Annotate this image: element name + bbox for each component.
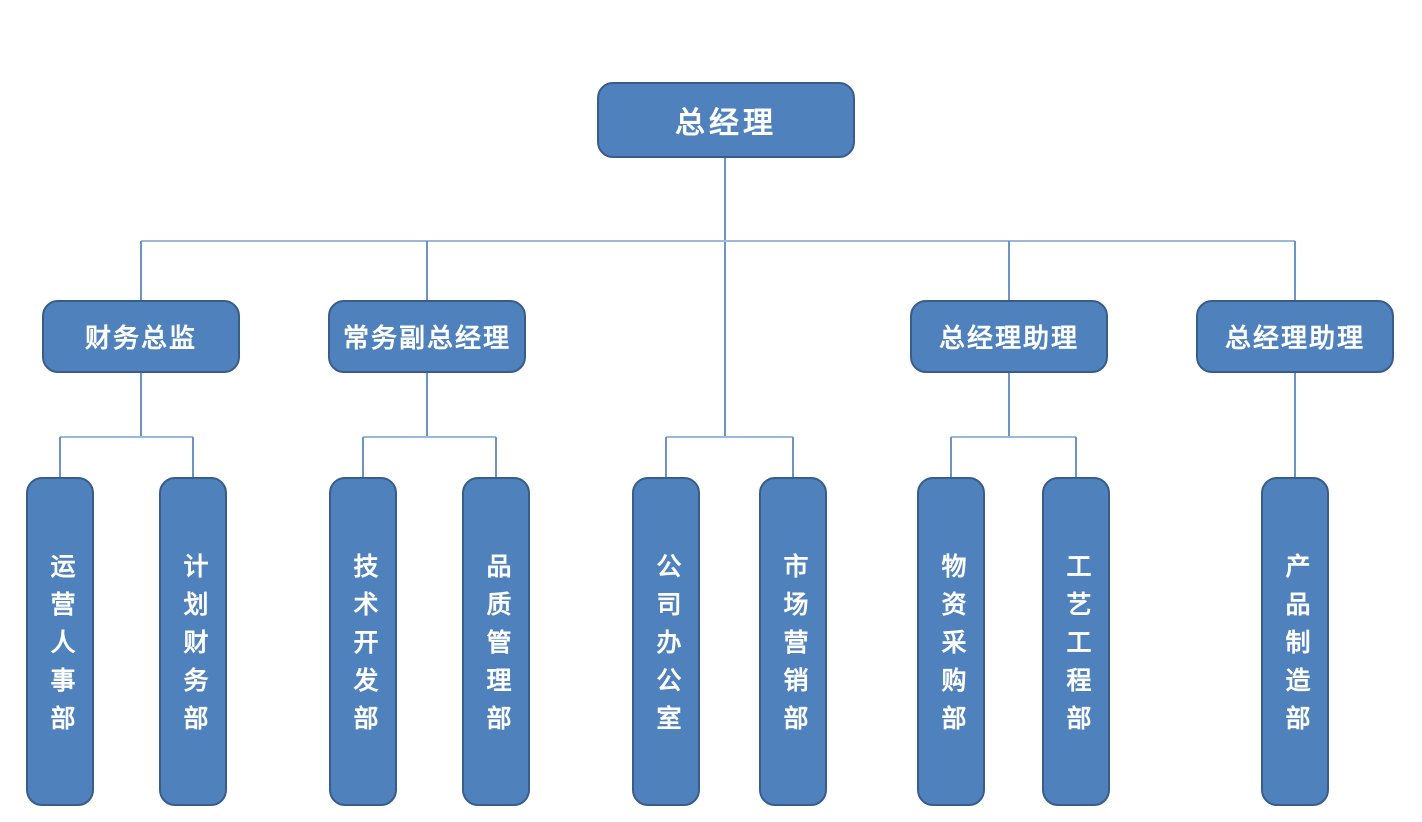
connector-group1-stem [140,373,142,438]
connector-drop-gm-assistant-2 [1294,241,1296,301]
org-node-dept-company-office: 公司办公室 [632,477,700,806]
org-node-deputy-general-manager: 常务副总经理 [328,300,526,373]
connector-group4-stem [1008,373,1010,438]
org-node-finance-director: 财务总监 [42,300,240,373]
org-node-gm-assistant-1: 总经理助理 [910,300,1108,373]
connector-group1-bus [60,436,193,438]
connector-drop-finance-director [140,241,142,301]
org-node-gm-assistant-2: 总经理助理 [1196,300,1394,373]
connector-group3-bus [666,436,793,438]
connector-group1-drop-2 [192,437,194,478]
org-node-dept-product-manufacturing: 产品制造部 [1261,477,1329,806]
org-node-dept-quality-management: 品质管理部 [462,477,530,806]
connector-drop-gm-assistant-1 [1008,241,1010,301]
connector-group1-drop-1 [59,437,61,478]
connector-main-bus [141,240,1295,242]
connector-group3-drop-1 [665,437,667,478]
connector-group4-drop-1 [950,437,952,478]
connector-group4-drop-2 [1075,437,1077,478]
connector-group3-drop-2 [792,437,794,478]
org-node-dept-operations-hr: 运营人事部 [26,477,94,806]
connector-group2-drop-1 [362,437,364,478]
connector-group2-bus [363,436,496,438]
connector-group2-stem [426,373,428,438]
org-node-dept-marketing: 市场营销部 [759,477,827,806]
connector-drop-deputy-gm [426,241,428,301]
connector-group2-drop-2 [495,437,497,478]
org-node-dept-materials-procurement: 物资采购部 [917,477,985,806]
connector-group4-bus [951,436,1076,438]
org-node-dept-process-engineering: 工艺工程部 [1042,477,1110,806]
org-node-dept-technology-development: 技术开发部 [329,477,397,806]
connector-group5-stem [1294,373,1296,478]
org-node-general-manager: 总经理 [597,82,855,158]
connector-trunk [724,158,726,438]
org-node-dept-planning-finance: 计划财务部 [159,477,227,806]
